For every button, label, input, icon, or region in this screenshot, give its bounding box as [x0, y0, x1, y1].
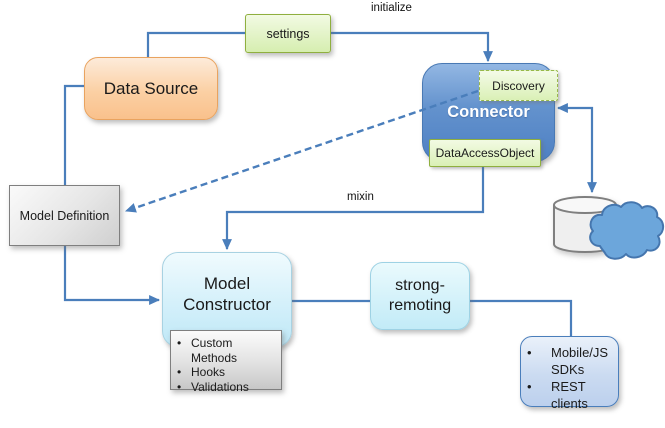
list-item: Validations: [177, 380, 277, 395]
mixin-edge-label: mixin: [347, 191, 374, 203]
feature-item-2: Hooks: [191, 365, 226, 380]
feature-item-3: Validations: [191, 379, 249, 394]
model-definition-label: Model Definition: [19, 208, 110, 223]
settings-label: settings: [266, 26, 310, 41]
data-access-object-chip: DataAccessObject: [429, 139, 541, 167]
list-item: Mobile/JS SDKs: [527, 345, 616, 379]
model-features-list: Custom Methods Hooks Validations: [177, 336, 277, 395]
model-definition-node: Model Definition: [9, 185, 120, 246]
edge-dao-mixin-modelconstructor: [222, 167, 485, 251]
initialize-edge-label: initialize: [371, 2, 412, 14]
strong-remoting-label-line2: remoting: [388, 297, 452, 314]
data-source-node: Data Source: [84, 57, 218, 120]
list-item: REST clients: [527, 379, 616, 413]
clients-node: Mobile/JS SDKs REST clients: [520, 336, 619, 411]
edge-datasource-modeldefinition: [63, 84, 84, 185]
model-features-node: Custom Methods Hooks Validations: [170, 330, 282, 394]
discovery-label: Discovery: [492, 78, 545, 93]
edge-connector-database: [556, 103, 597, 194]
model-constructor-label-line1: Model: [203, 274, 251, 293]
list-item: Hooks: [177, 365, 277, 380]
discovery-chip: Discovery: [479, 70, 558, 101]
clients-list: Mobile/JS SDKs REST clients: [527, 345, 616, 413]
data-access-object-label: DataAccessObject: [435, 146, 535, 160]
cloud-icon: [589, 201, 665, 260]
strong-remoting-label-line1: strong-: [395, 277, 445, 294]
clients-item-1: Mobile/JS SDKs: [551, 345, 609, 377]
strong-remoting-node: strong- remoting: [370, 262, 470, 330]
list-item: Custom Methods: [177, 336, 277, 365]
feature-item-1: Custom Methods: [191, 336, 238, 365]
connector-label: Connector: [447, 103, 530, 121]
model-constructor-label-line2: Constructor: [183, 295, 271, 315]
database-group: [552, 195, 665, 261]
data-source-label: Data Source: [103, 78, 199, 98]
settings-node: settings: [245, 14, 331, 53]
clients-item-2: REST clients: [551, 378, 588, 411]
edge-modeldefinition-modelconstructor: [63, 246, 161, 305]
